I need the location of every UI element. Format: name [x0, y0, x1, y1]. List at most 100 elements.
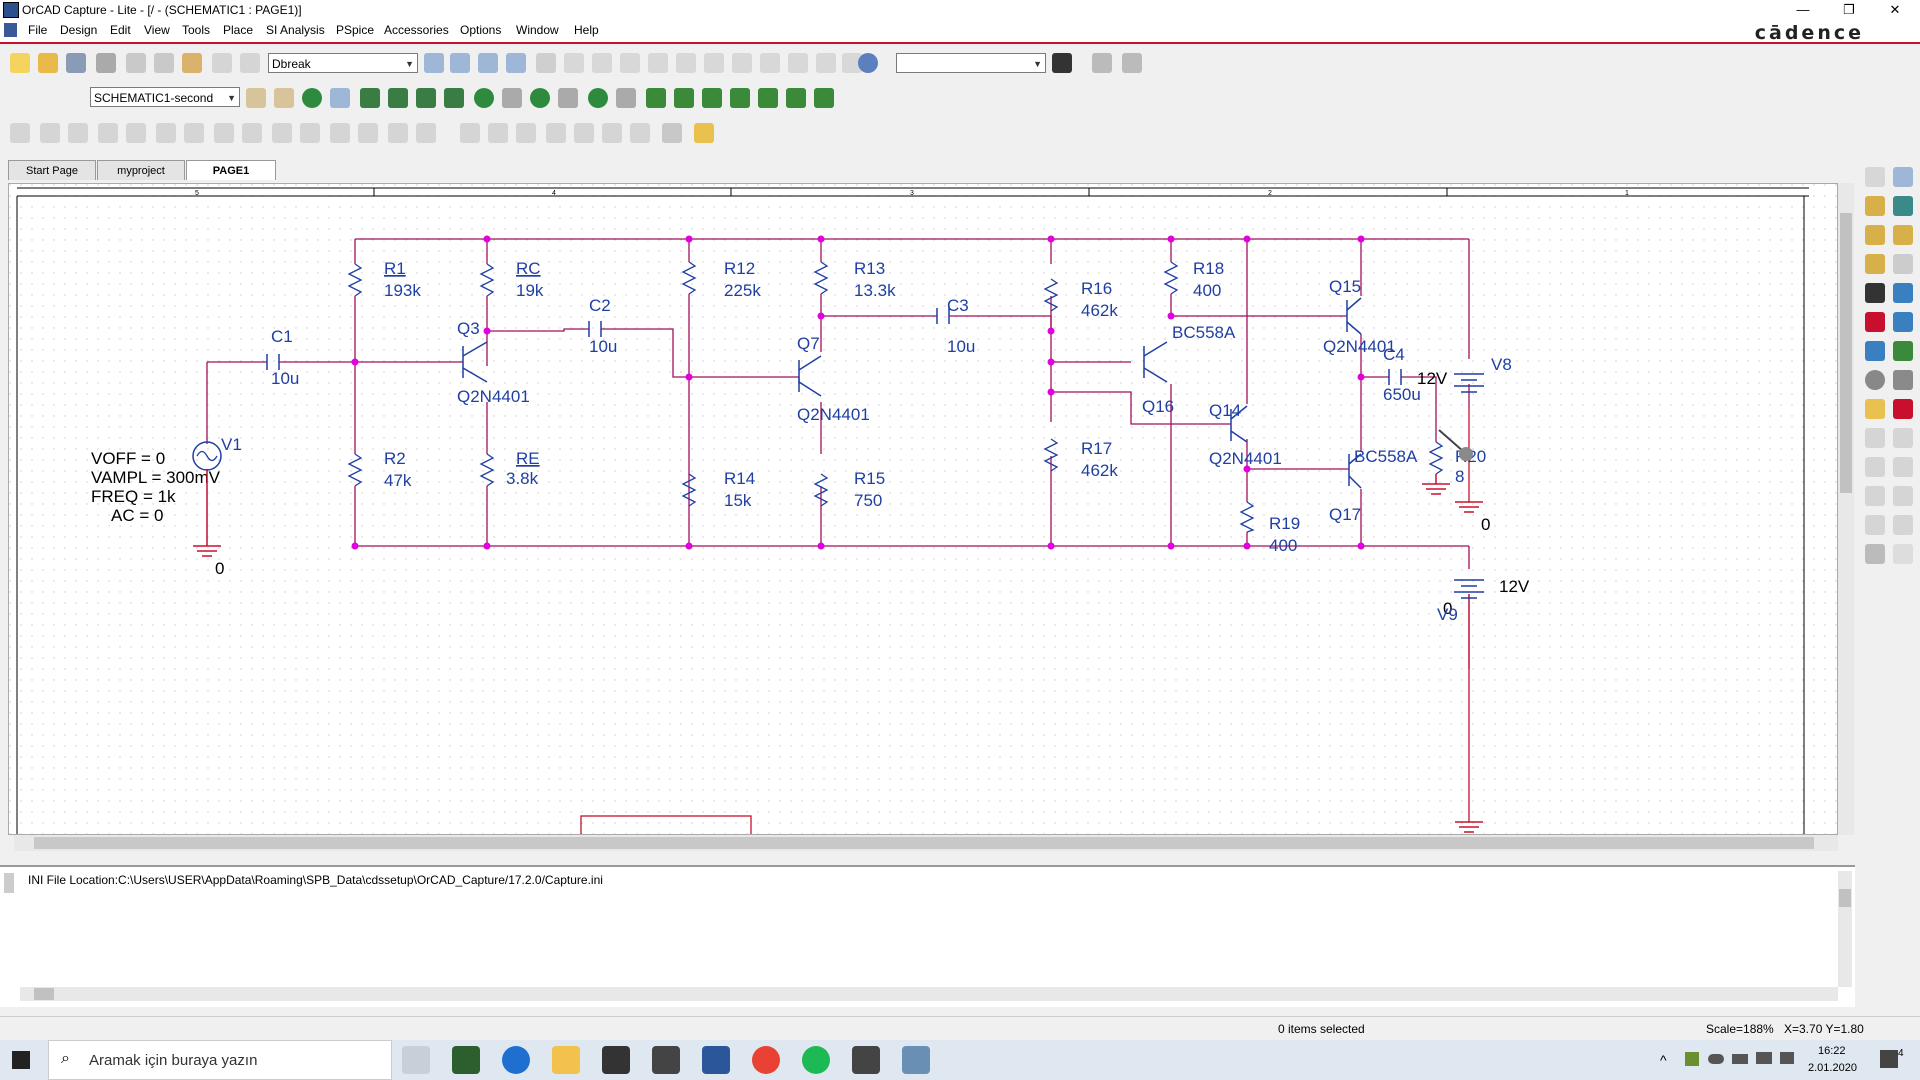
marker-diff-icon[interactable]: [388, 88, 408, 108]
new-profile-icon[interactable]: [246, 88, 266, 108]
run-icon[interactable]: [302, 88, 322, 108]
marker-db-icon[interactable]: [444, 88, 464, 108]
photos-app-icon[interactable]: [452, 1046, 480, 1074]
menu-si-analysis[interactable]: SI Analysis: [266, 23, 325, 37]
image-icon[interactable]: [1893, 515, 1913, 535]
crossref-icon[interactable]: [704, 53, 724, 73]
chart-d-icon[interactable]: [730, 88, 750, 108]
clock-time[interactable]: 16:22: [1818, 1045, 1846, 1057]
menu-file[interactable]: File: [28, 23, 48, 37]
align-i-icon[interactable]: [242, 123, 262, 143]
chrome-icon[interactable]: [752, 1046, 780, 1074]
back-icon[interactable]: [1092, 53, 1112, 73]
open-icon[interactable]: [38, 53, 58, 73]
snap-icon[interactable]: [760, 53, 780, 73]
menu-pspice[interactable]: PSpice: [336, 23, 375, 37]
menu-accessories[interactable]: Accessories: [384, 23, 449, 37]
align-right-icon[interactable]: [516, 123, 536, 143]
menu-view[interactable]: View: [144, 23, 170, 37]
rect-icon[interactable]: [1893, 486, 1913, 506]
zoom-area-icon[interactable]: [478, 53, 498, 73]
align-h-icon[interactable]: [214, 123, 234, 143]
new-icon[interactable]: [10, 53, 30, 73]
align-f-icon[interactable]: [156, 123, 176, 143]
store-icon[interactable]: [602, 1046, 630, 1074]
menu-tools[interactable]: Tools: [182, 23, 211, 37]
align-middle-icon[interactable]: [574, 123, 594, 143]
battery-icon[interactable]: [1732, 1054, 1748, 1064]
off-page-icon[interactable]: [1893, 283, 1913, 303]
bias-toggle-icon[interactable]: [502, 88, 522, 108]
port-icon[interactable]: [1893, 312, 1913, 332]
task-view-icon[interactable]: [402, 1046, 430, 1074]
properties-icon[interactable]: [1865, 399, 1885, 419]
sim-profile-combo[interactable]: SCHEMATIC1-second▼: [90, 87, 240, 107]
zoom-in-icon[interactable]: [424, 53, 444, 73]
schematic-canvas[interactable]: 5 4 3 2 1: [8, 183, 1838, 835]
align-o-icon[interactable]: [416, 123, 436, 143]
bias-v-icon[interactable]: [474, 88, 494, 108]
place-part-icon[interactable]: [1893, 167, 1913, 187]
mirror-icon[interactable]: [1865, 428, 1885, 448]
close-button[interactable]: ✕: [1889, 2, 1901, 17]
word-icon[interactable]: [702, 1046, 730, 1074]
taskbar-search[interactable]: ⌕ Aramak için buraya yazın: [48, 1040, 392, 1080]
print-icon[interactable]: [96, 53, 116, 73]
undo-icon[interactable]: [212, 53, 232, 73]
minimize-button[interactable]: —: [1796, 2, 1810, 17]
doc-icon[interactable]: [4, 23, 17, 37]
output-hscroll[interactable]: [20, 987, 1838, 1001]
align-k-icon[interactable]: [300, 123, 320, 143]
chart-f-icon[interactable]: [786, 88, 806, 108]
distribute-h-icon[interactable]: [630, 123, 650, 143]
annotate-icon[interactable]: [620, 53, 640, 73]
help-icon[interactable]: [858, 53, 878, 73]
line-icon[interactable]: [1865, 457, 1885, 477]
project-icon[interactable]: [788, 53, 808, 73]
align-e-icon[interactable]: [126, 123, 146, 143]
network-icon[interactable]: [1756, 1052, 1772, 1064]
edit-profile-icon[interactable]: [274, 88, 294, 108]
volume-icon[interactable]: [1780, 1052, 1794, 1064]
bookmark-icon[interactable]: [1865, 544, 1885, 564]
forward-icon[interactable]: [1122, 53, 1142, 73]
menu-design[interactable]: Design: [60, 23, 98, 37]
edge-icon[interactable]: [502, 1046, 530, 1074]
clock-date[interactable]: 2.01.2020: [1808, 1062, 1857, 1074]
tab-start-page[interactable]: Start Page: [8, 160, 96, 180]
backannotate-icon[interactable]: [676, 53, 696, 73]
chart-a-icon[interactable]: [646, 88, 666, 108]
wire-icon[interactable]: [1865, 196, 1885, 216]
align-center-icon[interactable]: [488, 123, 508, 143]
align-j-icon[interactable]: [272, 123, 292, 143]
align-left-icon[interactable]: [460, 123, 480, 143]
netlist-icon[interactable]: [592, 53, 612, 73]
scroll-thumb[interactable]: [34, 837, 1814, 849]
grid-icon[interactable]: [732, 53, 752, 73]
scroll-thumb[interactable]: [1840, 213, 1852, 493]
output-vscroll[interactable]: [1838, 871, 1852, 987]
save-icon[interactable]: [66, 53, 86, 73]
view-results-icon[interactable]: [330, 88, 350, 108]
cut-icon[interactable]: [126, 53, 146, 73]
rotate-icon[interactable]: [1893, 428, 1913, 448]
marker-icon[interactable]: [360, 88, 380, 108]
ieee-icon[interactable]: [1893, 544, 1913, 564]
align-n-icon[interactable]: [388, 123, 408, 143]
menu-help[interactable]: Help: [574, 23, 599, 37]
binoculars-icon[interactable]: [1052, 53, 1072, 73]
chart-g-icon[interactable]: [814, 88, 834, 108]
menu-place[interactable]: Place: [223, 23, 254, 37]
align-a-icon[interactable]: [10, 123, 30, 143]
chart-c-icon[interactable]: [702, 88, 722, 108]
copy-icon[interactable]: [154, 53, 174, 73]
zoom-all-icon[interactable]: [506, 53, 526, 73]
tray-chevron-icon[interactable]: ^: [1660, 1052, 1667, 1068]
distribute-v-icon[interactable]: [662, 123, 682, 143]
tray-app-icon[interactable]: [1685, 1052, 1699, 1066]
bias-w-toggle-icon[interactable]: [616, 88, 636, 108]
orcad-taskbar-icon[interactable]: [902, 1046, 930, 1074]
output-hscroll-thumb[interactable]: [34, 988, 54, 1000]
tab-myproject[interactable]: myproject: [97, 160, 185, 180]
onedrive-icon[interactable]: [1708, 1054, 1724, 1064]
